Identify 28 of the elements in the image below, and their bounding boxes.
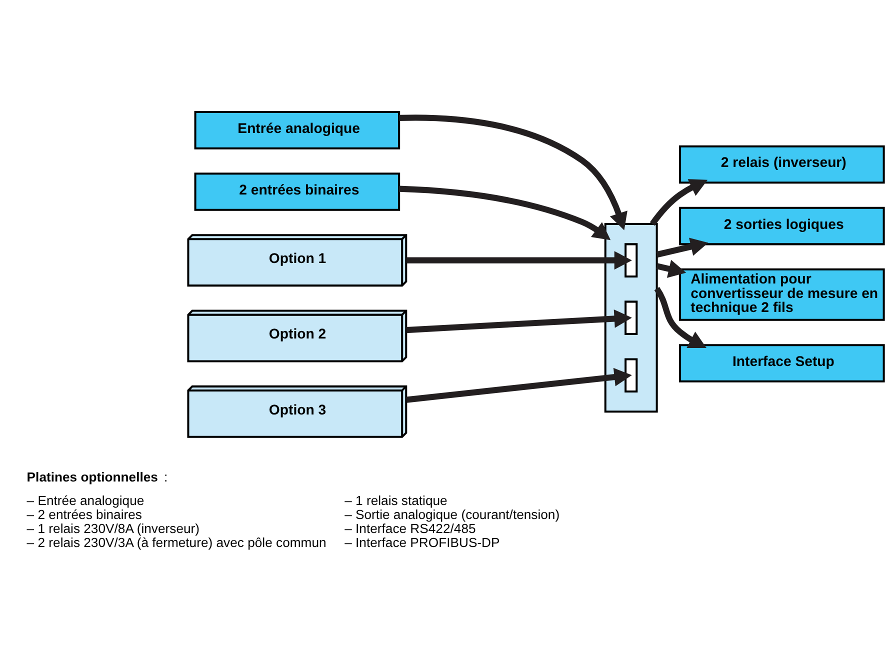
arrow [406,250,632,270]
node-box: Alimentation pour convertisseur de mesure en technique 2 fils [679,268,885,320]
label: Platines optionnelles : [26,469,168,484]
node-box [624,358,638,392]
label: – 2 entrées binaires [26,506,142,522]
cluster [604,222,658,412]
label: – Entrée analogique [26,492,144,508]
label: – Sortie analogique (courant/tension) [344,506,560,522]
node-box: Interface Setup [679,344,885,382]
node-box: Entrée analogique [194,110,400,149]
arrow [656,237,708,258]
label: – Interface PROFIBUS-DP [344,534,500,550]
arrow [654,286,707,348]
label: – 1 relais statique [344,492,448,508]
label: – 2 relais 230V/3A (à fermeture) avec pôle commun [26,534,326,550]
arrow [650,178,708,226]
node-box: 2 entrées binaires [194,172,400,210]
arrow [399,185,611,240]
arrow [656,259,686,278]
arrow [406,308,632,333]
node-box: 2 sorties logiques [679,206,885,245]
label: – 1 relais 230V/8A (inverseur) [26,520,200,536]
arrow [399,114,628,230]
node-box [624,242,638,277]
node-box: 2 relais (inverseur) [679,144,885,184]
node-box [624,300,638,334]
arrow [406,367,632,402]
label: – Interface RS422/485 [344,520,476,536]
